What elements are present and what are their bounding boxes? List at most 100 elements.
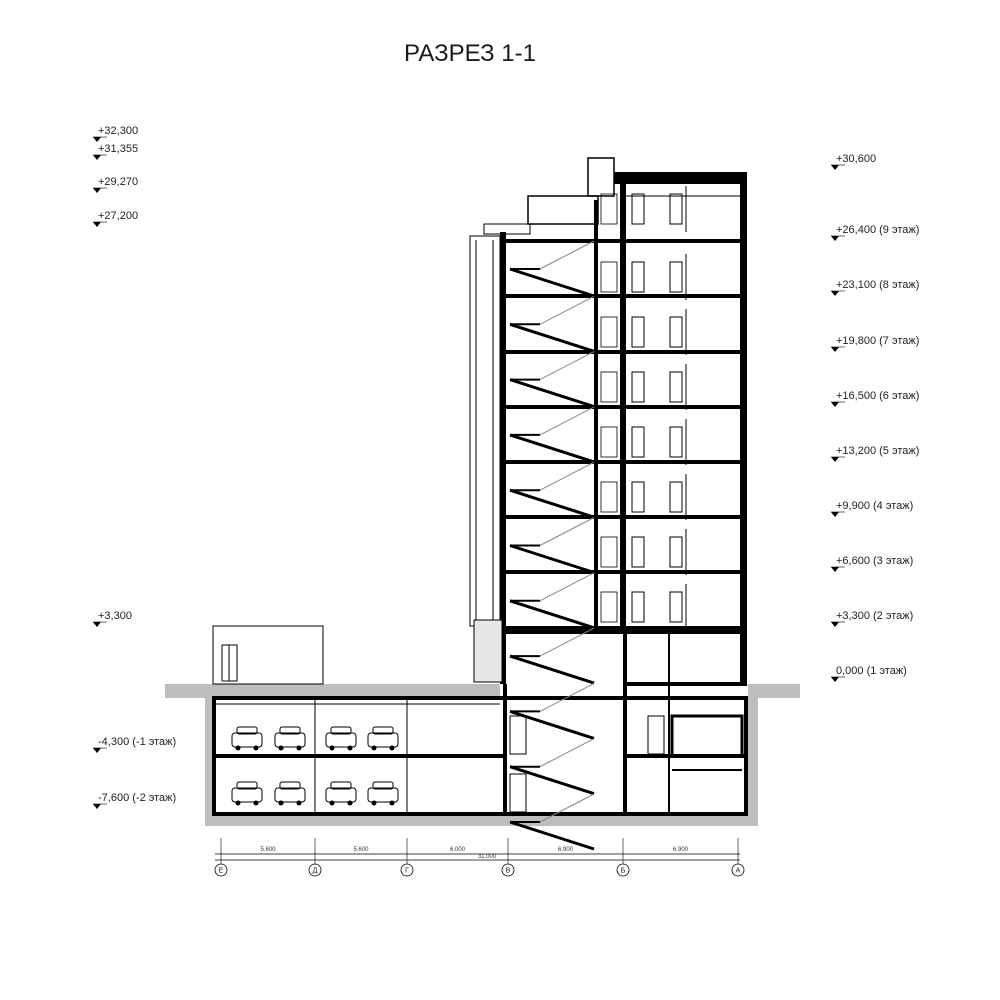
stair-flight-back — [539, 517, 595, 546]
level-triangle-icon — [831, 236, 839, 241]
level-label: -7,600 (-2 этаж) — [98, 792, 176, 804]
axis-bubble: Е — [214, 863, 228, 877]
level-label: +19,800 (7 этаж) — [836, 335, 919, 347]
level-triangle-icon — [831, 622, 839, 627]
level-label: +13,200 (5 этаж) — [836, 445, 919, 457]
level-mark: +6,600 (3 этаж) — [831, 555, 913, 572]
level-mark: +30,600 — [831, 153, 876, 170]
dim-span: 6.000 — [450, 847, 466, 853]
stair-flight — [509, 488, 595, 519]
ground-surface-right — [748, 684, 800, 698]
basement-door-1 — [509, 715, 527, 755]
level-mark: 0,000 (1 этаж) — [831, 665, 907, 682]
level-label: +16,500 (6 этаж) — [836, 390, 919, 402]
stair-flight-back — [539, 627, 595, 657]
car-icon — [325, 781, 357, 806]
level-label: +3,300 — [98, 610, 132, 622]
door-opening — [631, 536, 645, 568]
axis-bubble: Г — [400, 863, 414, 877]
car-icon — [367, 726, 399, 751]
dim-span: 6.900 — [673, 847, 689, 853]
ground — [165, 684, 800, 826]
stair-door — [600, 426, 618, 458]
stair-flight — [509, 654, 595, 685]
car-icon — [231, 726, 263, 751]
level-triangle-icon — [93, 748, 101, 753]
door-opening — [669, 591, 683, 623]
pavilion-box — [212, 625, 324, 685]
roof-structure — [527, 195, 599, 225]
car-icon — [325, 726, 357, 751]
door-opening — [669, 261, 683, 293]
stair-door — [600, 316, 618, 348]
level-label: +3,300 (2 этаж) — [836, 610, 913, 622]
stair-flight-back — [539, 572, 595, 602]
stair-flight-back — [539, 738, 595, 768]
stair-flight — [509, 599, 595, 630]
level-triangle-icon — [831, 567, 839, 572]
level-label: -4,300 (-1 этаж) — [98, 736, 176, 748]
pavilion — [212, 625, 324, 685]
stair-flight-back — [539, 295, 595, 325]
level-triangle-icon — [93, 188, 101, 193]
door-opening — [669, 371, 683, 403]
axis-bubble: Б — [616, 863, 630, 877]
tower-floors — [506, 186, 747, 630]
door-opening — [669, 536, 683, 568]
stair-door — [600, 481, 618, 513]
stair-door — [600, 261, 618, 293]
level-label: +27,200 — [98, 210, 138, 222]
facade-left — [469, 235, 501, 627]
axis-label: Е — [219, 868, 224, 875]
axis-label: Д — [313, 868, 318, 875]
stair-flight — [509, 820, 595, 851]
roof-parapet — [483, 223, 531, 235]
door-opening — [669, 481, 683, 513]
level-triangle-icon — [93, 222, 101, 227]
axis-label: Г — [405, 868, 409, 875]
level-triangle-icon — [93, 622, 101, 627]
stair-flight — [509, 433, 595, 464]
stair-door — [600, 193, 618, 225]
door-opening — [669, 426, 683, 458]
axis-label: А — [736, 868, 741, 875]
axis-bubble: Д — [308, 863, 322, 877]
axis-bubble: В — [501, 863, 515, 877]
stair-flight-back — [539, 406, 595, 436]
dimension-chain — [215, 838, 740, 864]
dim-span: 5.600 — [260, 847, 276, 853]
level-mark: +19,800 (7 этаж) — [831, 335, 919, 352]
level-triangle-icon — [831, 165, 839, 170]
door-opening — [631, 193, 645, 225]
roof-kiosk — [587, 157, 615, 197]
level-mark: +23,100 (8 этаж) — [831, 279, 919, 296]
parking-cars — [231, 726, 399, 806]
dim-total: 31.000 — [478, 854, 497, 860]
level-mark: -4,300 (-1 этаж) — [93, 736, 176, 753]
stair-flight-back — [539, 793, 595, 823]
level-label: +31,355 — [98, 143, 138, 155]
drawing-title: РАЗРЕЗ 1-1 — [404, 40, 536, 67]
level-label: +32,300 — [98, 125, 138, 137]
level-mark: +9,900 (4 этаж) — [831, 500, 913, 517]
stair-door — [600, 591, 618, 623]
tower-left-wall — [500, 232, 506, 684]
door-opening — [669, 193, 683, 225]
stair-flight — [509, 322, 595, 353]
door-opening — [631, 371, 645, 403]
tower-outer-wall-right — [740, 172, 747, 684]
level-label: +23,100 (8 этаж) — [836, 279, 919, 291]
stair-flight — [509, 709, 595, 740]
car-icon — [274, 726, 306, 751]
levels-left: +32,300 +31,355 +29,270 +27,200 +3,300 -4,300… — [93, 125, 176, 809]
door-opening — [631, 481, 645, 513]
stair-flight-back — [539, 351, 595, 381]
ground-surface-left — [165, 684, 500, 698]
door-opening — [631, 426, 645, 458]
tech-room — [670, 714, 744, 758]
level-mark: +29,270 — [93, 176, 138, 193]
door-opening — [631, 261, 645, 293]
level-mark: -7,600 (-2 этаж) — [93, 792, 176, 809]
ground-pit-right — [748, 698, 758, 826]
